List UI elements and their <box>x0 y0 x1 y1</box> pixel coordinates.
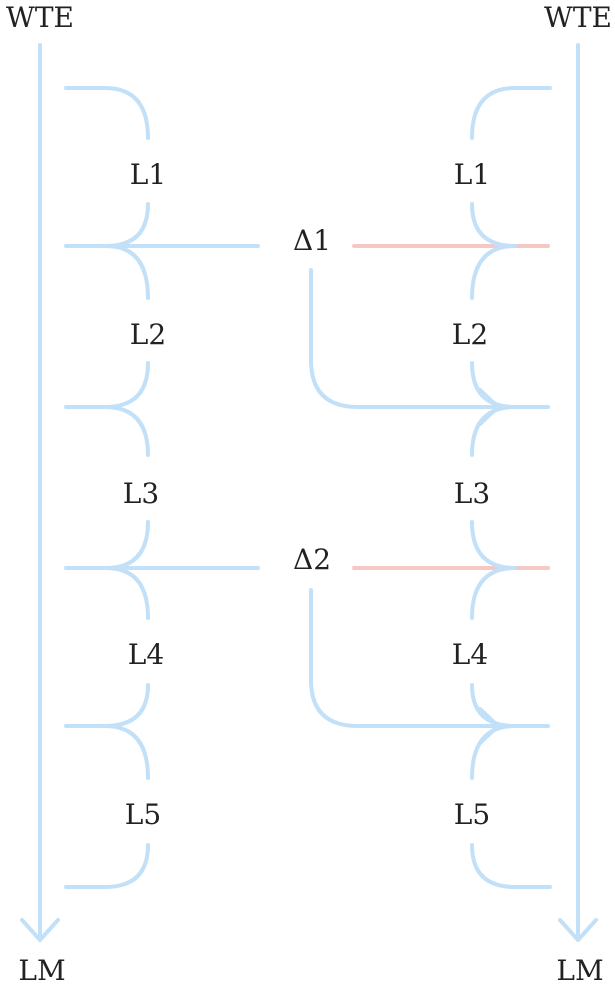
left-stack: WTE LM L1 L2 L3 L4 L5 <box>6 1 260 985</box>
left-layer-junction-1 <box>104 202 150 300</box>
left-layer-label-3: L3 <box>123 477 159 510</box>
delta2-output-curve <box>309 588 550 728</box>
right-layer-label-4: L4 <box>452 638 488 671</box>
right-layer-junction-3 <box>470 520 517 620</box>
left-layer-junction-2 <box>64 361 150 457</box>
right-layer-label-5: L5 <box>454 798 490 831</box>
delta1-output-curve <box>309 268 550 409</box>
left-layer-label-1: L1 <box>130 158 166 191</box>
left-layer1-top-bracket <box>64 86 150 140</box>
right-layer5-bottom-bracket <box>470 843 552 889</box>
left-layer-junction-4 <box>64 683 150 780</box>
left-layer-label-2: L2 <box>130 318 166 351</box>
left-top-label: WTE <box>6 1 74 34</box>
right-stream-arrowhead <box>558 918 598 942</box>
right-layer-junction-1 <box>470 202 517 300</box>
left-layer-label-5: L5 <box>125 798 161 831</box>
right-layer-label-3: L3 <box>454 477 490 510</box>
left-layer5-bottom-bracket <box>64 843 150 889</box>
right-top-label: WTE <box>544 1 612 34</box>
right-layer-junction-4 <box>470 683 517 780</box>
delta-label-2: Δ2 <box>293 543 331 576</box>
right-layer-label-2: L2 <box>452 318 488 351</box>
right-layer1-top-bracket <box>470 86 552 140</box>
right-stack: WTE LM L1 L2 L3 L4 L5 <box>452 1 612 985</box>
delta-nodes: Δ1 Δ2 <box>293 224 550 745</box>
right-layer-junction-2 <box>470 361 517 457</box>
left-stream-arrowhead <box>20 918 60 942</box>
delta-label-1: Δ1 <box>293 224 331 257</box>
right-bottom-label: LM <box>556 954 603 985</box>
left-layer-label-4: L4 <box>128 638 164 671</box>
right-layer-label-1: L1 <box>454 158 490 191</box>
left-bottom-label: LM <box>18 954 65 985</box>
